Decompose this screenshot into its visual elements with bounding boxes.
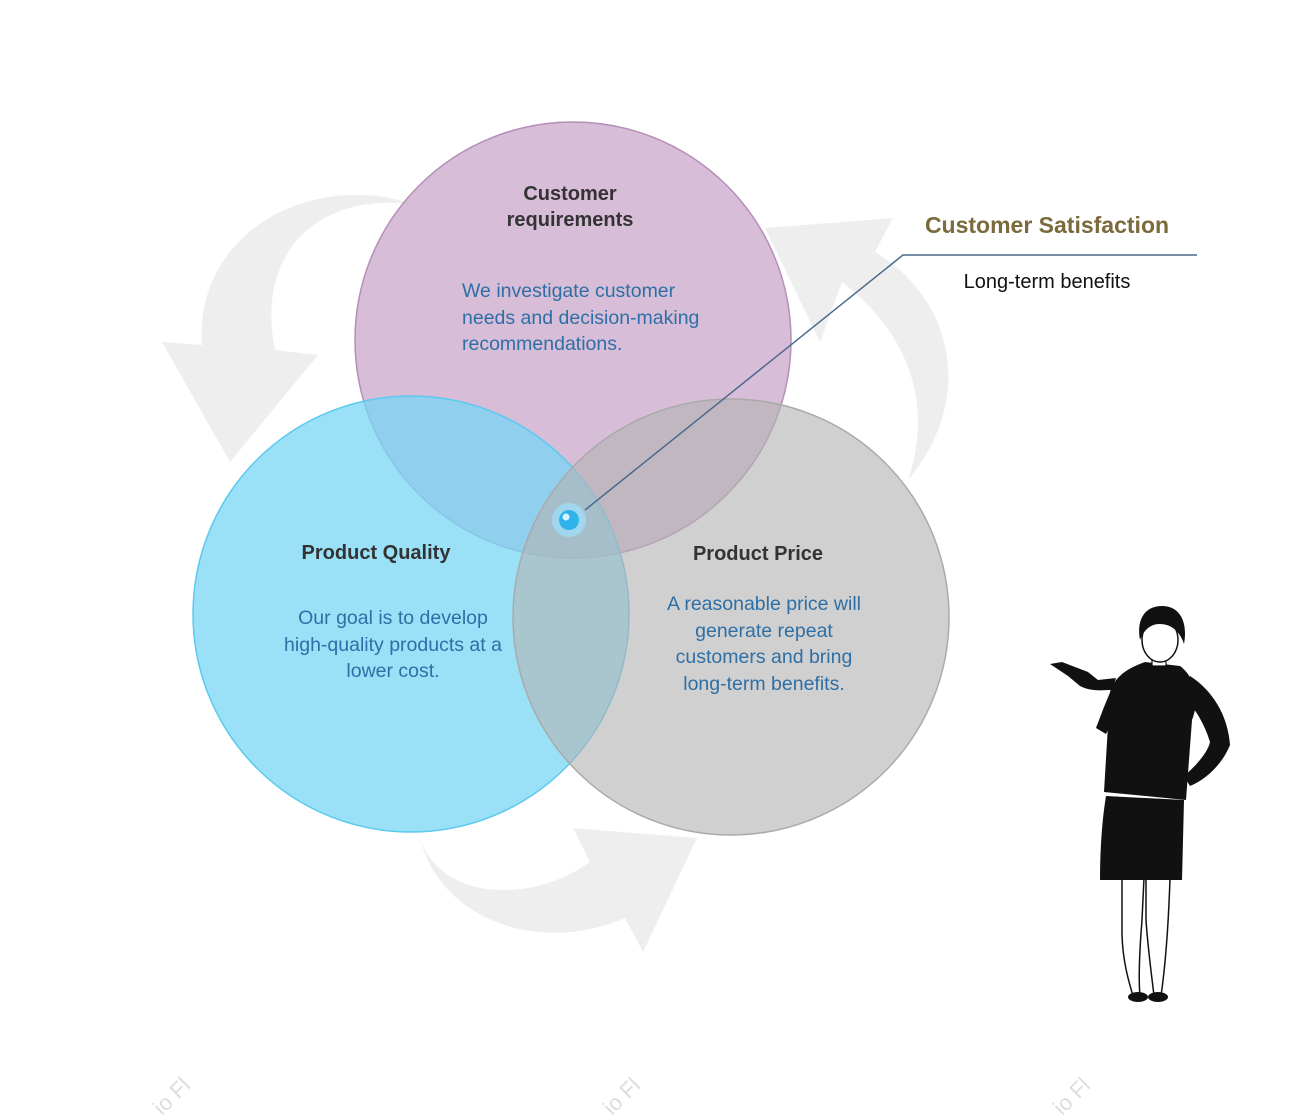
cycle-arrow-right-icon	[765, 218, 949, 480]
venn-diagram	[162, 121, 1230, 1002]
product-quality-title: Product Quality	[301, 542, 451, 564]
cycle-arrows	[162, 194, 949, 952]
intersection-marker-icon	[552, 503, 586, 537]
customer-requirements-description: We investigate customer needs and decisi…	[462, 280, 700, 355]
cycle-arrow-left-icon	[162, 194, 420, 462]
customer-requirements-title: Customer requirements	[506, 183, 634, 231]
product-price-title: Product Price	[692, 543, 824, 565]
product-quality-description: Our goal is to develop high-quality prod…	[284, 607, 502, 682]
product-price-description: A reasonable price will generate repeat …	[666, 593, 862, 695]
callout-subtitle: Long-term benefits	[963, 271, 1131, 293]
venn-diagram-stage: Customer requirements We investigate cus…	[148, 121, 1230, 1120]
businesswoman-presenting-icon	[1050, 606, 1230, 1002]
callout-leader-line	[584, 254, 1197, 511]
callout-title: Customer Satisfaction	[924, 212, 1170, 238]
circle-product-price	[512, 398, 950, 836]
cycle-arrow-bottom-icon	[420, 828, 697, 952]
